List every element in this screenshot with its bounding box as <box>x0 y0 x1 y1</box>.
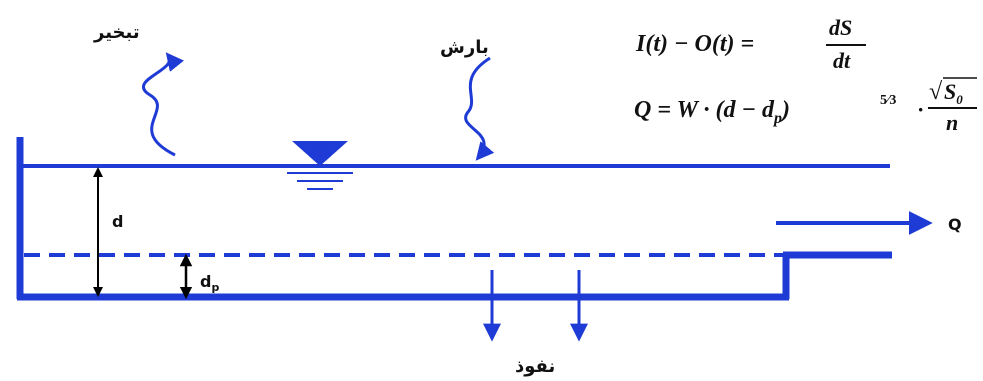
continuity-numerator: dS <box>829 15 852 40</box>
continuity-denominator: dt <box>833 48 851 73</box>
precipitation-label: بارش <box>440 37 489 58</box>
evaporation-label: تبخیر <box>93 22 140 43</box>
manning-denominator: n <box>946 110 958 135</box>
continuity-lhs: I(t) − O(t) = <box>635 31 754 57</box>
manning-equation: Q = W · (d − dp) 5⁄3 · √ S0 n <box>634 77 977 135</box>
manning-exponent: 5⁄3 <box>880 93 896 108</box>
water-level-symbol <box>287 141 353 190</box>
reservoir-body <box>16 137 892 301</box>
manning-sqrt-symbol: √ <box>929 79 943 105</box>
outflow-label: Q <box>948 215 962 234</box>
evaporation-arrow <box>141 52 185 157</box>
infiltration-label: نفوذ <box>515 356 555 377</box>
depression-depth-label: dp <box>200 272 219 294</box>
manning-lhs: Q = W · (d − dp) <box>634 97 790 127</box>
precipitation-arrow <box>464 56 495 161</box>
manning-dot: · <box>917 97 924 122</box>
depth-label: d <box>112 212 123 231</box>
continuity-equation: I(t) − O(t) = dS dt <box>635 15 866 73</box>
manning-sqrt-arg: S0 <box>944 79 963 107</box>
